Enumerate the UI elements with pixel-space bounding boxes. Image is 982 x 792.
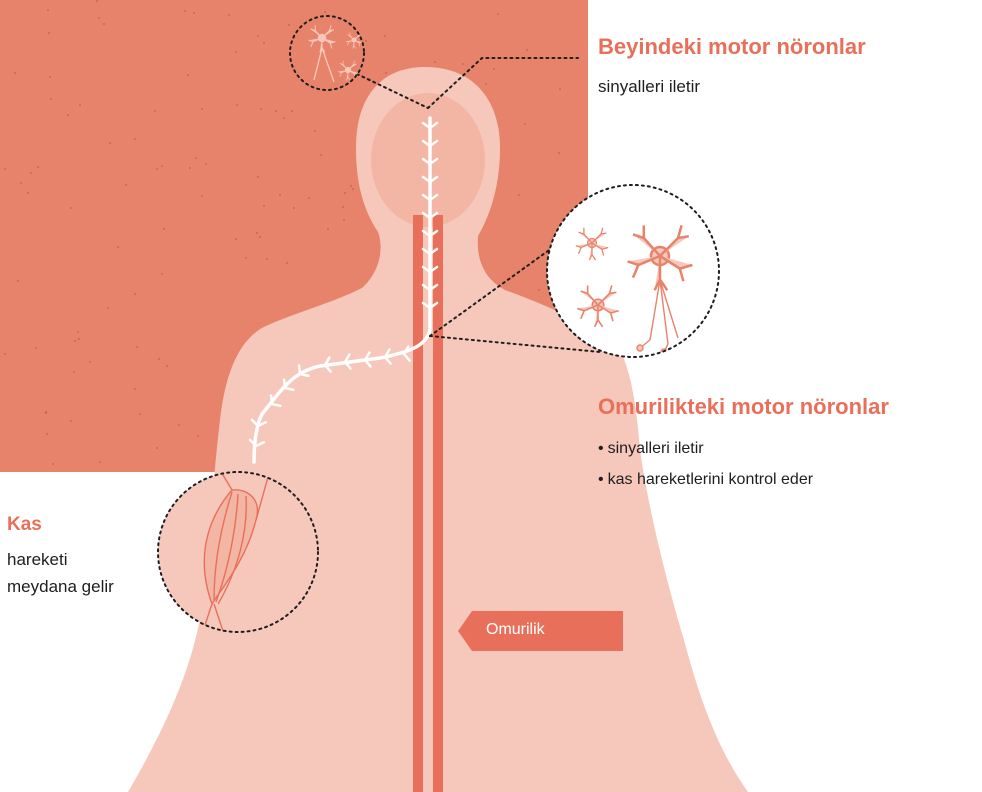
spine-label-tag: Omurilik (458, 611, 623, 651)
brain-callout-description: sinyalleri iletir (598, 73, 898, 102)
spinal-callout-list: •sinyalleri iletir •kas hareketlerini ko… (598, 433, 978, 495)
spine-neuron-zoom (547, 185, 719, 357)
muscle-callout-description: hareketi meydana gelir (7, 546, 157, 600)
muscle-description-line: meydana gelir (7, 577, 114, 596)
spinal-cord-right (433, 215, 443, 792)
list-item: •kas hareketlerini kontrol eder (598, 464, 978, 495)
list-item-text: kas hareketlerini kontrol eder (608, 471, 813, 488)
brain-callout-title: Beyindeki motor nöronlar (598, 34, 898, 61)
spine-label-text: Omurilik (486, 621, 545, 639)
muscle-description-line: hareketi (7, 550, 67, 569)
muscle-callout-title: Kas (7, 513, 157, 536)
brain-shape (371, 93, 485, 227)
brain-neuron-zoom (290, 16, 364, 90)
muscle-callout: Kas hareketi meydana gelir (7, 513, 157, 601)
list-item: •sinyalleri iletir (598, 433, 978, 464)
bullet-icon: • (598, 440, 604, 457)
spinal-callout: Omurilikteki motor nöronlar •sinyalleri … (598, 394, 978, 495)
bullet-icon: • (598, 471, 604, 488)
spinal-callout-title: Omurilikteki motor nöronlar (598, 394, 978, 421)
list-item-text: sinyalleri iletir (608, 440, 704, 457)
spinal-cord-left (413, 215, 423, 792)
brain-callout: Beyindeki motor nöronlar sinyalleri ilet… (598, 34, 898, 102)
